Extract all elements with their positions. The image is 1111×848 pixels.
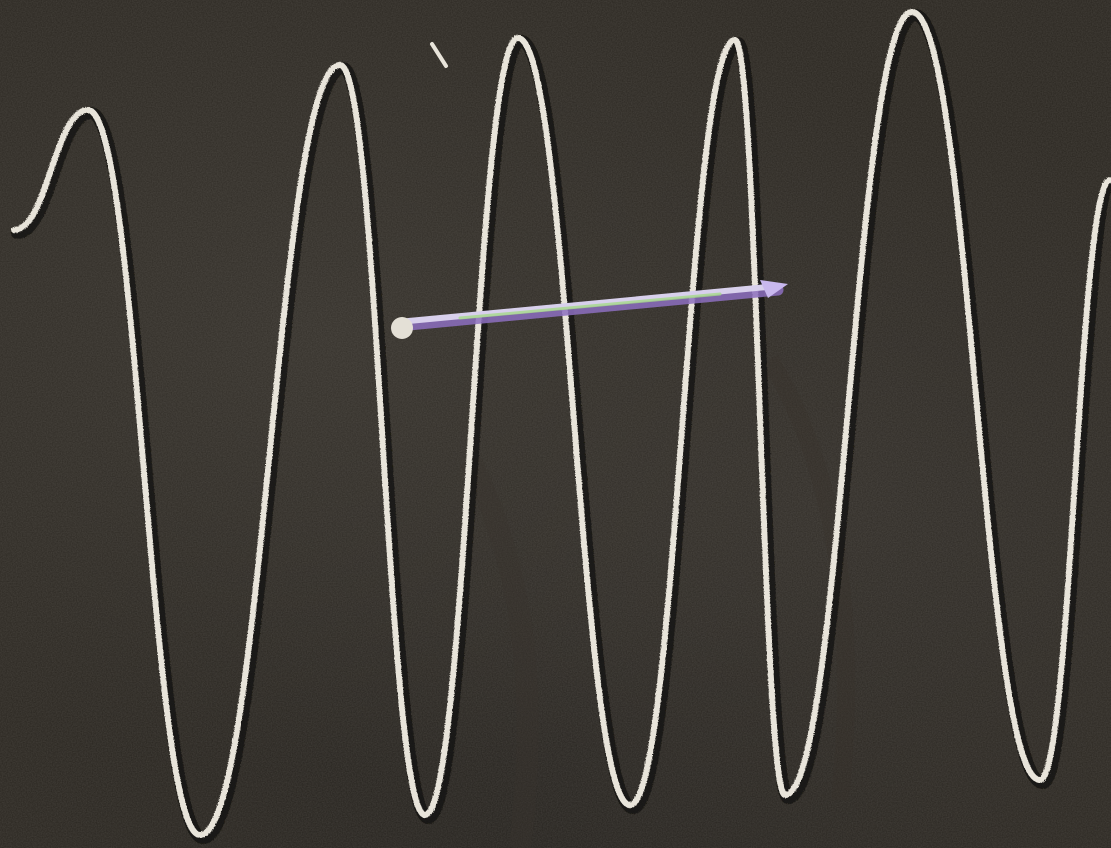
pointer-tip [391, 317, 413, 339]
